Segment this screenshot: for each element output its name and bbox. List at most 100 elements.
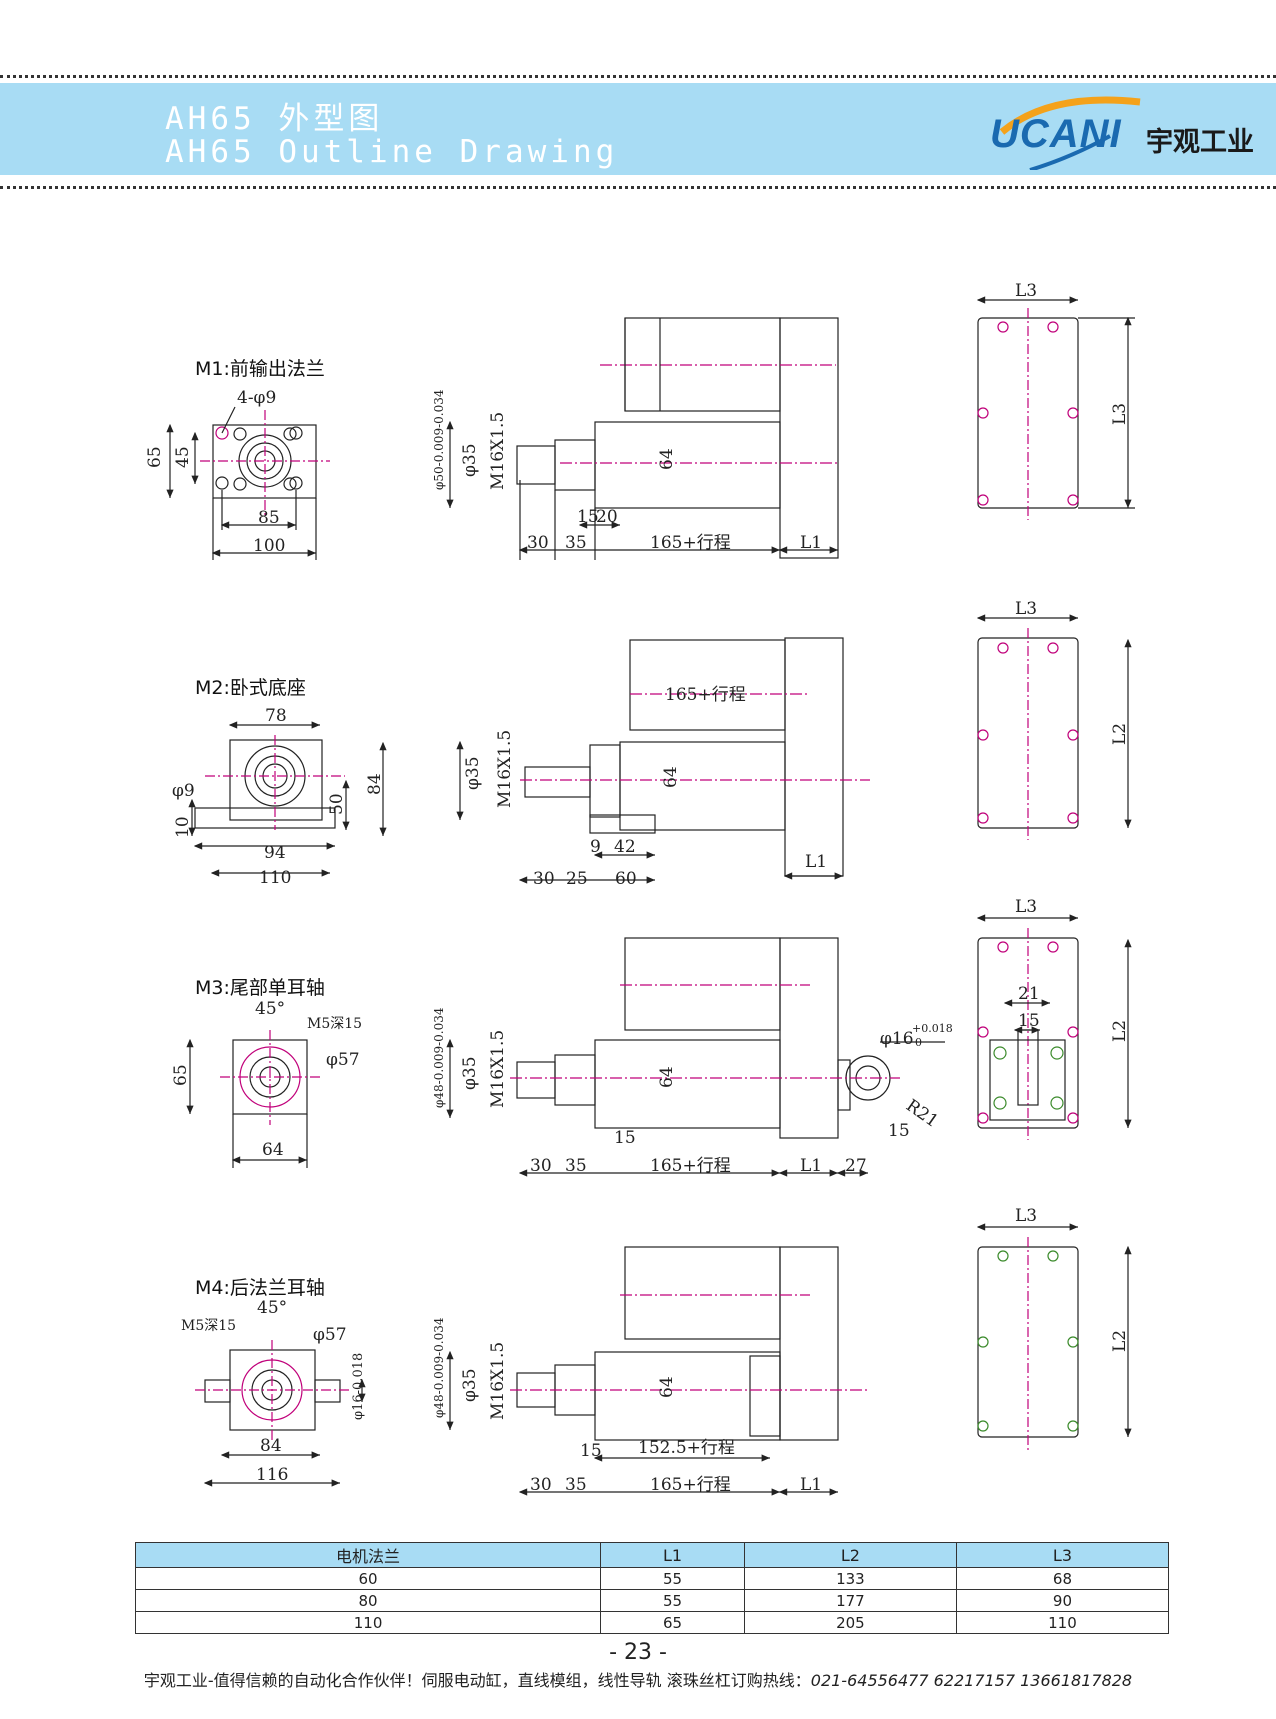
m1-plan-w: L3 [1015,281,1037,301]
m3-angle: 45° [255,999,285,1019]
m4-stroke: 165+行程 [650,1475,731,1495]
m2-thread: M16X1.5 [495,730,515,808]
table-cell: 110 [134,1611,602,1634]
m2-l1: L1 [805,852,827,872]
m1-shaft-dia: φ50-0.009-0.034 [432,389,446,490]
table-cell: 68 [955,1567,1170,1590]
m3-plan-view [976,914,1132,1140]
logo-swoosh-icon [999,96,1141,170]
m4-shaft-dia: φ48-0.009-0.034 [432,1317,446,1418]
m4-plan-w: L3 [1015,1206,1037,1226]
m4-w-outer: 116 [256,1465,288,1485]
m1-d15: 15 [577,507,599,527]
m1-side-view [446,317,839,560]
table-cell: 90 [955,1589,1170,1612]
m3-side-view [446,937,945,1177]
m3-plan-d21: 21 [1018,984,1040,1004]
title-en: AH65 Outline Drawing [165,134,619,170]
m4-rod-dia: φ35 [460,1368,480,1402]
m3-d30: 30 [530,1156,552,1176]
page-number: - 23 - [609,1640,667,1665]
m1-h-inner: 45 [173,446,193,468]
m1-w-outer: 100 [253,536,285,556]
m1-d30: 30 [527,533,549,553]
m2-w-top: 78 [265,706,287,726]
m4-plan-view [976,1223,1132,1450]
top-dotted-rule [0,75,1276,78]
m2-d9: 9 [590,837,601,857]
m1-h-outer: 65 [145,446,165,468]
m3-plan-w: L3 [1015,897,1037,917]
m3-rod-dia: φ35 [460,1056,480,1090]
table-header-cell: L2 [743,1542,957,1568]
table-cell: 205 [743,1611,957,1634]
m3-d15b: 15 [888,1121,910,1141]
table-cell: 110 [955,1611,1170,1634]
table-cell: 65 [600,1611,745,1634]
m4-tap: M5深15 [181,1318,236,1334]
title-cn: AH65 外型图 [165,101,384,137]
m3-d35: 35 [565,1156,587,1176]
m2-d30: 30 [533,869,555,889]
m3-pin: φ16 [880,1029,914,1049]
m2-label: M2:卧式底座 [195,677,306,699]
table-row: 110 65 205 110 [134,1611,1170,1634]
m2-plan-w: L3 [1015,599,1037,619]
m3-d27: 27 [845,1156,867,1176]
m1-thread: M16X1.5 [488,412,508,490]
table-cell: 80 [134,1589,602,1612]
m3-plan-h: L2 [1110,1020,1130,1042]
m2-hole: φ9 [172,781,195,801]
m1-plan-h: L3 [1110,403,1130,425]
m4-front-view [195,1340,366,1487]
m4-body-h: 64 [657,1376,677,1398]
m1-d20: 20 [596,507,618,527]
m3-h: 65 [171,1064,191,1086]
m2-d60: 60 [615,869,637,889]
m3-body-h: 64 [657,1066,677,1088]
logo-cn: 宇观工业 [1146,127,1254,158]
m3-front-view [186,1030,320,1168]
m1-body-h: 64 [657,448,677,470]
m4-stroke2: 152.5+行程 [638,1438,735,1458]
m4-d35: 35 [565,1475,587,1495]
m4-pin: φ16-0.018 [351,1353,366,1420]
m4-d15: 15 [580,1441,602,1461]
m3-pin-tol: +0.018 [912,1022,953,1035]
m1-d35: 35 [565,533,587,553]
m1-rod-dia: φ35 [460,443,480,477]
table-cell: 55 [600,1567,745,1590]
table-header-cell: 电机法兰 [134,1542,602,1568]
m1-w-inner: 85 [258,508,280,528]
m4-pcd: φ57 [313,1325,347,1345]
m4-side-view [446,1246,870,1496]
footer-phones: 021-64556477 62217157 13661817828 [810,1671,1133,1690]
m3-l1: L1 [800,1156,822,1176]
table-row: 60 55 133 68 [134,1567,1170,1590]
m2-side-view [456,637,870,884]
bottom-dotted-rule [0,186,1276,189]
m1-stroke: 165+行程 [650,533,731,553]
m1-front-view [166,406,330,560]
table-row: 80 55 177 90 [134,1589,1170,1612]
footer-text: 宇观工业-值得信赖的自动化合作伙伴！伺服电动缸，直线模组，线性导轨 滚珠丝杠订购… [143,1671,811,1690]
m2-top-len: 165+行程 [665,685,746,705]
m3-thread: M16X1.5 [488,1030,508,1108]
m2-d42: 42 [614,837,636,857]
m1-holes-label: 4-φ9 [237,388,276,408]
table-cell: 133 [743,1567,957,1590]
m2-rod-dia: φ35 [463,756,483,790]
m2-plan-h: L2 [1110,723,1130,745]
m2-h-base: 10 [173,816,193,838]
footer-tagline: 宇观工业-值得信赖的自动化合作伙伴！伺服电动缸，直线模组，线性导轨 滚珠丝杠订购… [0,1667,1276,1691]
m4-d30: 30 [530,1475,552,1495]
m2-body-h: 64 [661,766,681,788]
table-header-row: 电机法兰 L1 L2 L3 [134,1542,1170,1568]
m4-angle: 45° [257,1298,287,1318]
m4-thread: M16X1.5 [488,1342,508,1420]
m3-plan-d15: 15 [1018,1011,1040,1031]
m3-pin-tol2: 0 [915,1036,922,1049]
table-header-cell: L1 [600,1542,745,1568]
m2-d25: 25 [566,869,588,889]
m4-w-inner: 84 [260,1436,282,1456]
